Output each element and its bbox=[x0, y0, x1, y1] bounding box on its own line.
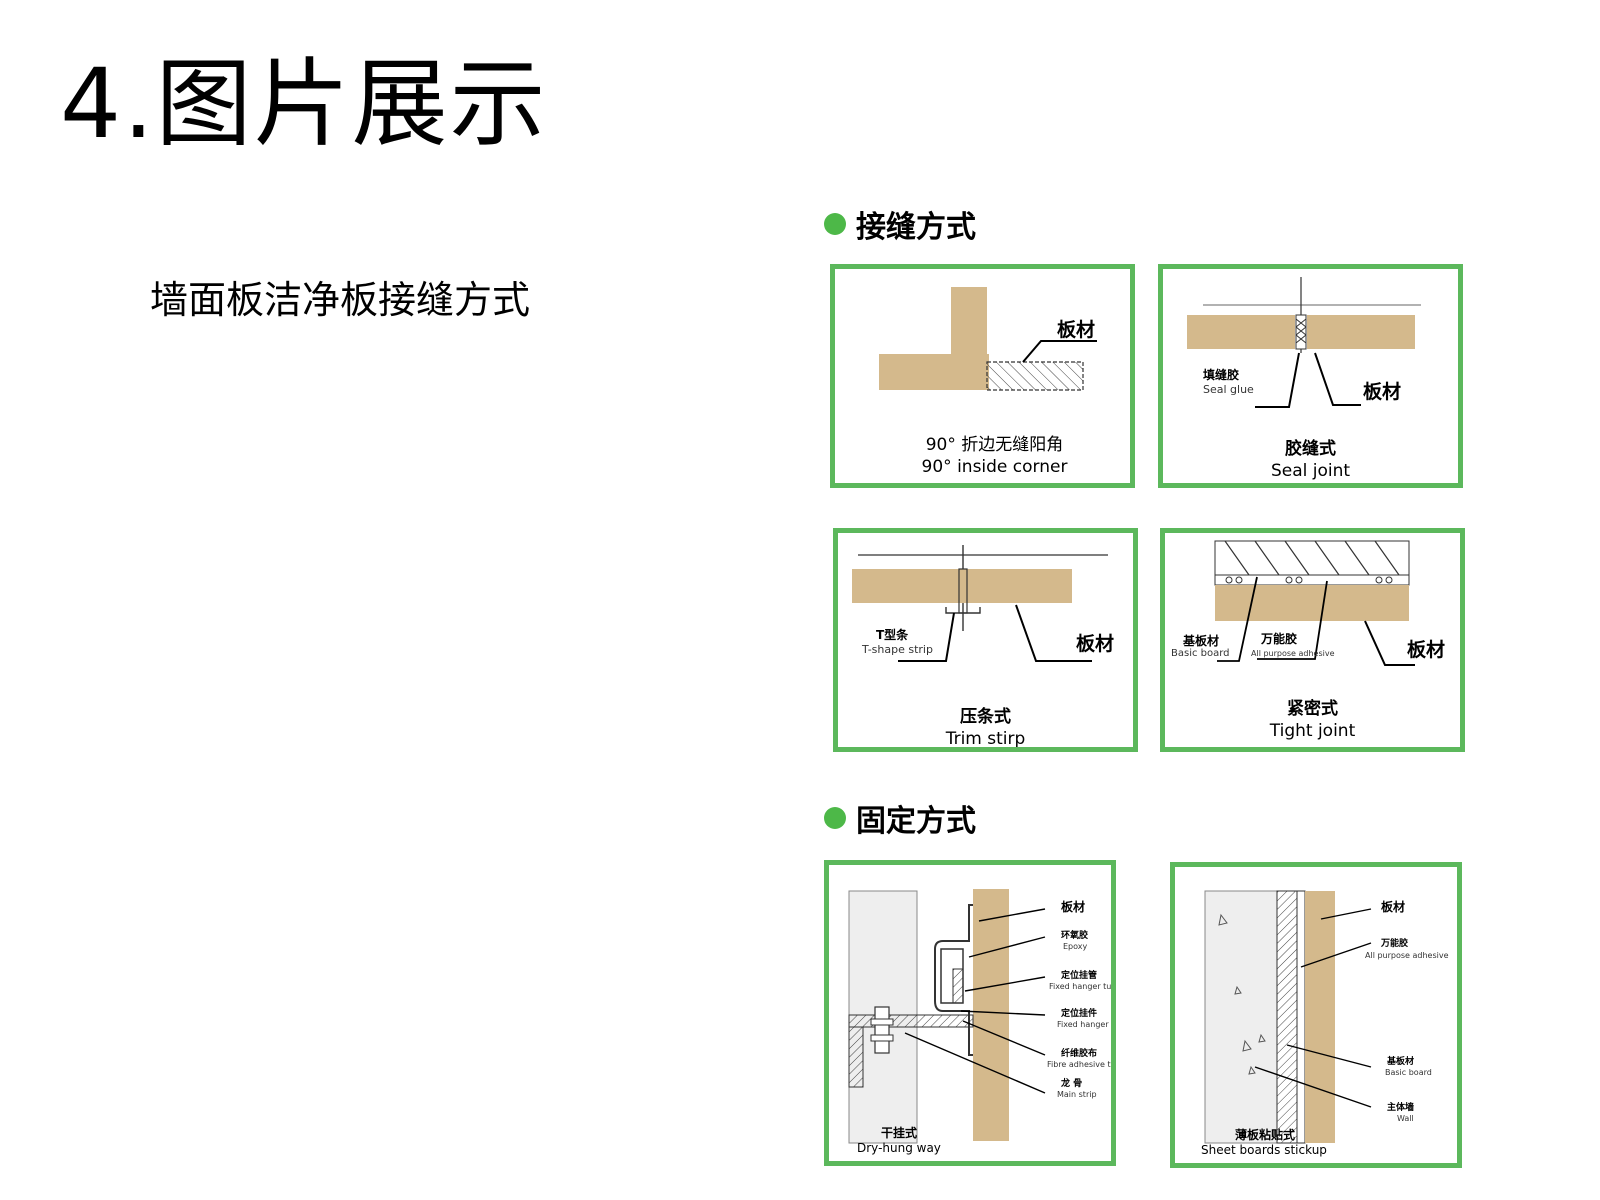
panel-inside-corner: 板材 90° 折边无缝阳角 90° inside corner bbox=[830, 264, 1135, 488]
caption-cn: 紧密式 bbox=[1287, 699, 1338, 719]
dry-hung-diagram bbox=[848, 889, 1046, 1144]
dry-label-cn: 纤维胶布 bbox=[1061, 1049, 1098, 1059]
section-heading-fixing-text: 固定方式 bbox=[856, 804, 976, 839]
section-heading-joints-text: 接缝方式 bbox=[856, 210, 976, 245]
caption-cn: 压条式 bbox=[960, 707, 1011, 727]
caption-en: Trim stirp bbox=[945, 729, 1026, 749]
stick-label-en: Basic board bbox=[1385, 1068, 1432, 1077]
page-subtitle: 墙面板洁净板接缝方式 bbox=[150, 278, 531, 322]
dry-label-cn: 环氧胶 bbox=[1061, 931, 1089, 941]
dry-label-cn: 龙 骨 bbox=[1061, 1079, 1083, 1089]
caption-en: Tight joint bbox=[1269, 721, 1356, 741]
dry-label-cn: 板材 bbox=[1061, 900, 1086, 914]
dry-label-cn: 定位挂件 bbox=[1061, 1009, 1098, 1019]
trim-strip-diagram bbox=[852, 545, 1108, 662]
caption-cn: 90° 折边无缝阳角 bbox=[925, 435, 1064, 455]
dry-label-en: Fixed hanger bbox=[1057, 1020, 1109, 1029]
bullet-dot-icon bbox=[824, 807, 846, 829]
stick-label-en: All purpose adhesive bbox=[1365, 951, 1449, 960]
caption-en: 90° inside corner bbox=[921, 457, 1068, 477]
panel-seal-joint: 填缝胶 Seal glue 板材 胶缝式 Seal joint bbox=[1158, 264, 1463, 488]
caption-en: Dry-hung way bbox=[857, 1141, 941, 1155]
dry-label-en: Fixed hanger tube bbox=[1049, 982, 1116, 991]
stick-label-cn: 万能胶 bbox=[1381, 939, 1409, 949]
caption-cn: 胶缝式 bbox=[1285, 439, 1336, 459]
dry-label-en: Fibre adhesive tape bbox=[1047, 1060, 1116, 1069]
dry-label-cn: 定位挂管 bbox=[1061, 971, 1098, 981]
bullet-dot-icon bbox=[824, 213, 846, 235]
label-board: 板材 bbox=[1057, 319, 1096, 341]
dry-label-en: Main strip bbox=[1057, 1090, 1097, 1099]
seal-joint-diagram bbox=[1187, 277, 1421, 408]
caption-en: Seal joint bbox=[1270, 461, 1351, 481]
label-basic-board-en: Basic board bbox=[1171, 648, 1230, 659]
label-board: 板材 bbox=[1363, 381, 1402, 403]
label-t-strip-cn: T型条 bbox=[876, 628, 909, 642]
caption-cn: 薄板粘贴式 bbox=[1235, 1128, 1296, 1142]
tight-joint-diagram bbox=[1214, 540, 1415, 666]
panel-dry-hung: 板材 环氧胶 Epoxy 定位挂管 Fixed hanger tube 定位挂件… bbox=[824, 860, 1116, 1166]
panel-sheet-stickup: 板材 万能胶 All purpose adhesive 基板材 Basic bo… bbox=[1170, 862, 1462, 1168]
stick-label-cn: 主体墙 bbox=[1387, 1103, 1415, 1113]
label-basic-board-cn: 基板材 bbox=[1183, 634, 1220, 648]
label-board: 板材 bbox=[1076, 633, 1115, 655]
panel-trim-strip: T型条 T-shape strip 板材 压条式 Trim stirp bbox=[833, 528, 1138, 752]
label-board: 板材 bbox=[1407, 639, 1446, 661]
page-title: 4.图片展示 bbox=[60, 48, 548, 160]
stick-label-en: Wall bbox=[1397, 1114, 1414, 1123]
sheet-stickup-diagram bbox=[1204, 890, 1372, 1144]
label-t-strip-en: T-shape strip bbox=[862, 643, 933, 656]
stick-label-cn: 板材 bbox=[1381, 900, 1406, 914]
label-adhesive-cn: 万能胶 bbox=[1261, 632, 1298, 646]
dry-label-en: Epoxy bbox=[1063, 942, 1088, 951]
caption-cn: 干挂式 bbox=[881, 1126, 918, 1140]
caption-en: Sheet boards stickup bbox=[1201, 1143, 1327, 1157]
label-seal-glue-cn: 填缝胶 bbox=[1203, 368, 1240, 382]
label-adhesive-en: All purpose adhesive bbox=[1251, 649, 1335, 658]
stick-label-cn: 基板材 bbox=[1387, 1057, 1415, 1067]
section-heading-joints: 接缝方式 bbox=[824, 202, 976, 246]
panel-tight-joint: 基板材 Basic board 万能胶 All purpose adhesive… bbox=[1160, 528, 1465, 752]
inside-corner-diagram bbox=[879, 287, 1097, 391]
section-heading-fixing: 固定方式 bbox=[824, 796, 976, 840]
label-seal-glue-en: Seal glue bbox=[1203, 383, 1254, 396]
